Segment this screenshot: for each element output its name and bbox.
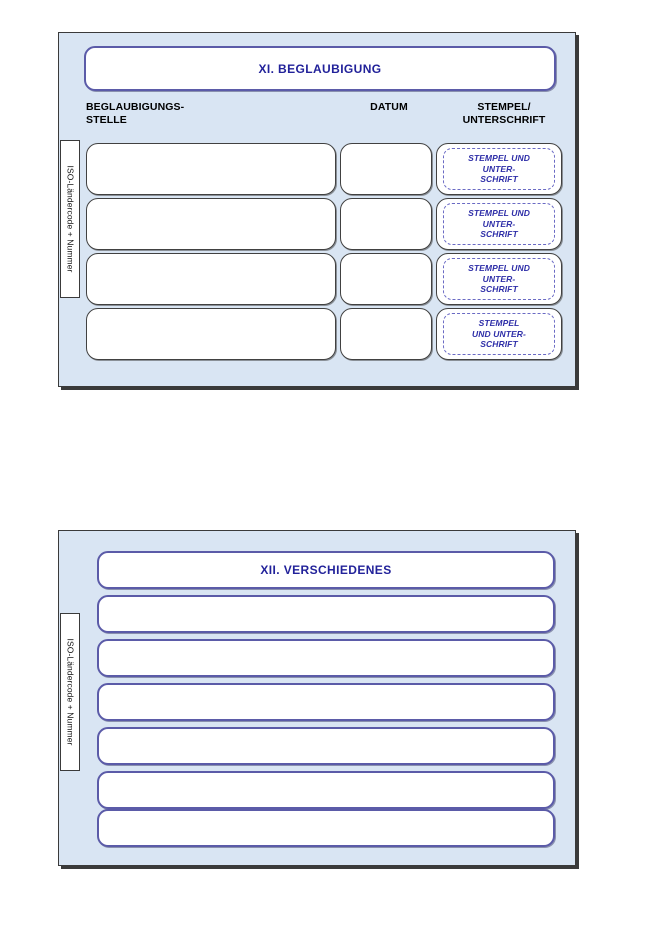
date-field-row-3[interactable] xyxy=(340,253,432,305)
iso-country-code-tab-label-beglaubigung: ISO-Ländercode + Nummer xyxy=(65,165,76,273)
section-title-box-verschiedenes: XII. VERSCHIEDENES xyxy=(97,551,555,589)
section-panel-beglaubigung: XI. BEGLAUBIGUNG BEGLAUBIGUNGS- STELLE D… xyxy=(58,32,576,387)
misc-field-row-4[interactable] xyxy=(97,727,555,765)
iso-country-code-tab-verschiedenes: ISO-Ländercode + Nummer xyxy=(60,613,80,771)
stamp-placeholder-box-1: STEMPEL UND UNTER- SCHRIFT xyxy=(443,148,555,190)
stamp-field-row-1[interactable]: STEMPEL UND UNTER- SCHRIFT xyxy=(436,143,562,195)
stamp-placeholder-text-4: STEMPEL UND UNTER- SCHRIFT xyxy=(472,318,526,350)
column-header-datum: DATUM xyxy=(370,101,408,113)
stamp-placeholder-text-2: STEMPEL UND UNTER- SCHRIFT xyxy=(468,208,530,240)
date-field-row-2[interactable] xyxy=(340,198,432,250)
section-title-box-beglaubigung: XI. BEGLAUBIGUNG xyxy=(84,46,556,91)
date-field-row-1[interactable] xyxy=(340,143,432,195)
authority-field-row-4[interactable] xyxy=(86,308,336,360)
misc-field-row-3[interactable] xyxy=(97,683,555,721)
page-title-beglaubigung: XI. BEGLAUBIGUNG xyxy=(258,61,382,76)
authority-field-row-3[interactable] xyxy=(86,253,336,305)
section-panel-verschiedenes: XII. VERSCHIEDENES xyxy=(58,530,576,866)
page-title-verschiedenes: XII. VERSCHIEDENES xyxy=(260,563,392,577)
stamp-field-row-4[interactable]: STEMPEL UND UNTER- SCHRIFT xyxy=(436,308,562,360)
stamp-placeholder-box-3: STEMPEL UND UNTER- SCHRIFT xyxy=(443,258,555,300)
misc-field-row-6[interactable] xyxy=(97,809,555,847)
stamp-placeholder-box-2: STEMPEL UND UNTER- SCHRIFT xyxy=(443,203,555,245)
stamp-field-row-2[interactable]: STEMPEL UND UNTER- SCHRIFT xyxy=(436,198,562,250)
misc-field-row-1[interactable] xyxy=(97,595,555,633)
misc-field-row-5[interactable] xyxy=(97,771,555,809)
column-header-stempel-unterschrift: STEMPEL/ UNTERSCHRIFT xyxy=(462,101,546,126)
date-field-row-4[interactable] xyxy=(340,308,432,360)
iso-country-code-tab-label-verschiedenes: ISO-Ländercode + Nummer xyxy=(65,638,76,746)
authority-field-row-1[interactable] xyxy=(86,143,336,195)
stamp-placeholder-text-1: STEMPEL UND UNTER- SCHRIFT xyxy=(468,153,530,185)
authority-field-row-2[interactable] xyxy=(86,198,336,250)
stamp-field-row-3[interactable]: STEMPEL UND UNTER- SCHRIFT xyxy=(436,253,562,305)
stamp-placeholder-text-3: STEMPEL UND UNTER- SCHRIFT xyxy=(468,263,530,295)
iso-country-code-tab-beglaubigung: ISO-Ländercode + Nummer xyxy=(60,140,80,298)
misc-field-row-2[interactable] xyxy=(97,639,555,677)
stamp-placeholder-box-4: STEMPEL UND UNTER- SCHRIFT xyxy=(443,313,555,355)
column-header-beglaubigungsstelle: BEGLAUBIGUNGS- STELLE xyxy=(86,101,185,126)
